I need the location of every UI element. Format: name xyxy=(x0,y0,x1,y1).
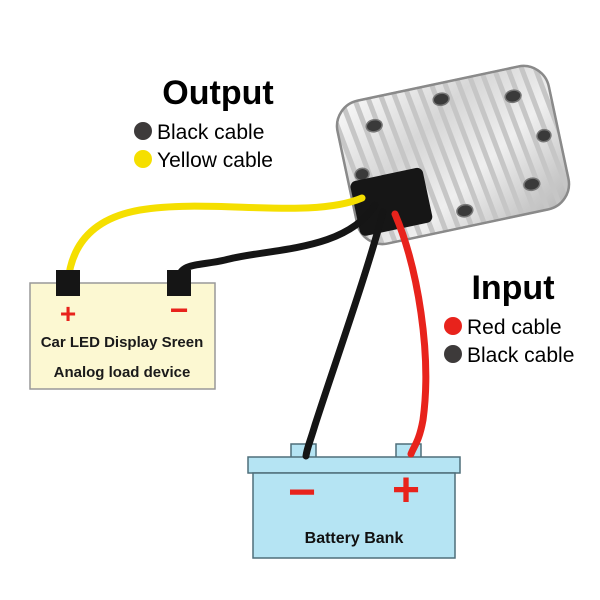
converter-device xyxy=(332,61,574,249)
fin xyxy=(458,61,534,239)
terminal-positive xyxy=(56,270,80,296)
yellow-cable-label: Yellow cable xyxy=(157,149,273,172)
black-cable-label-input: Black cable xyxy=(467,344,574,367)
plus-symbol: + xyxy=(60,298,76,329)
output-legend: Output Black cable Yellow cable xyxy=(134,74,274,172)
battery-minus-symbol: − xyxy=(288,466,316,519)
input-title: Input xyxy=(471,269,554,307)
black-cable-dot-input xyxy=(444,345,462,363)
fin xyxy=(471,61,546,236)
minus-symbol: − xyxy=(170,292,189,328)
bolt-hole xyxy=(456,203,474,218)
bolt-hole xyxy=(432,92,450,107)
bolt-hole xyxy=(504,89,522,104)
load-subtitle: Analog load device xyxy=(54,364,191,381)
bolt-hole xyxy=(365,118,383,133)
bolt-hole xyxy=(523,177,541,192)
load-box xyxy=(29,282,216,390)
fin xyxy=(382,69,457,249)
red-input-wire xyxy=(391,210,430,458)
load-title: Car LED Display Sreen xyxy=(41,334,204,351)
black-cable-label: Black cable xyxy=(157,121,264,144)
fin xyxy=(407,64,483,249)
fin xyxy=(446,61,521,242)
fin xyxy=(357,74,432,249)
fin xyxy=(497,61,572,231)
battery-top-rim xyxy=(247,456,461,474)
battery-label: Battery Bank xyxy=(305,530,404,547)
red-cable-label: Red cable xyxy=(467,316,562,339)
load-device-box: + − Car LED Display Sreen Analog load de… xyxy=(29,270,216,390)
output-title: Output xyxy=(162,74,273,112)
yellow-cable-dot xyxy=(134,150,152,168)
terminal-negative xyxy=(167,270,191,296)
fin xyxy=(484,61,559,234)
wire-connector-block xyxy=(350,167,433,236)
black-cable-dot xyxy=(134,122,152,140)
battery-bank: − + Battery Bank xyxy=(247,443,461,559)
black-input-wire xyxy=(302,208,387,460)
input-legend: Input Red cable Black cable xyxy=(444,269,574,367)
converter-outline xyxy=(335,64,571,246)
bolt-hole xyxy=(536,128,552,143)
fin xyxy=(395,66,470,249)
red-cable-dot xyxy=(444,317,462,335)
fin xyxy=(369,72,445,249)
battery-body xyxy=(252,472,456,559)
fin xyxy=(420,61,496,247)
black-output-wire xyxy=(174,201,379,284)
yellow-output-wire xyxy=(64,194,366,286)
battery-plus-symbol: + xyxy=(392,464,420,517)
fin xyxy=(433,61,508,244)
